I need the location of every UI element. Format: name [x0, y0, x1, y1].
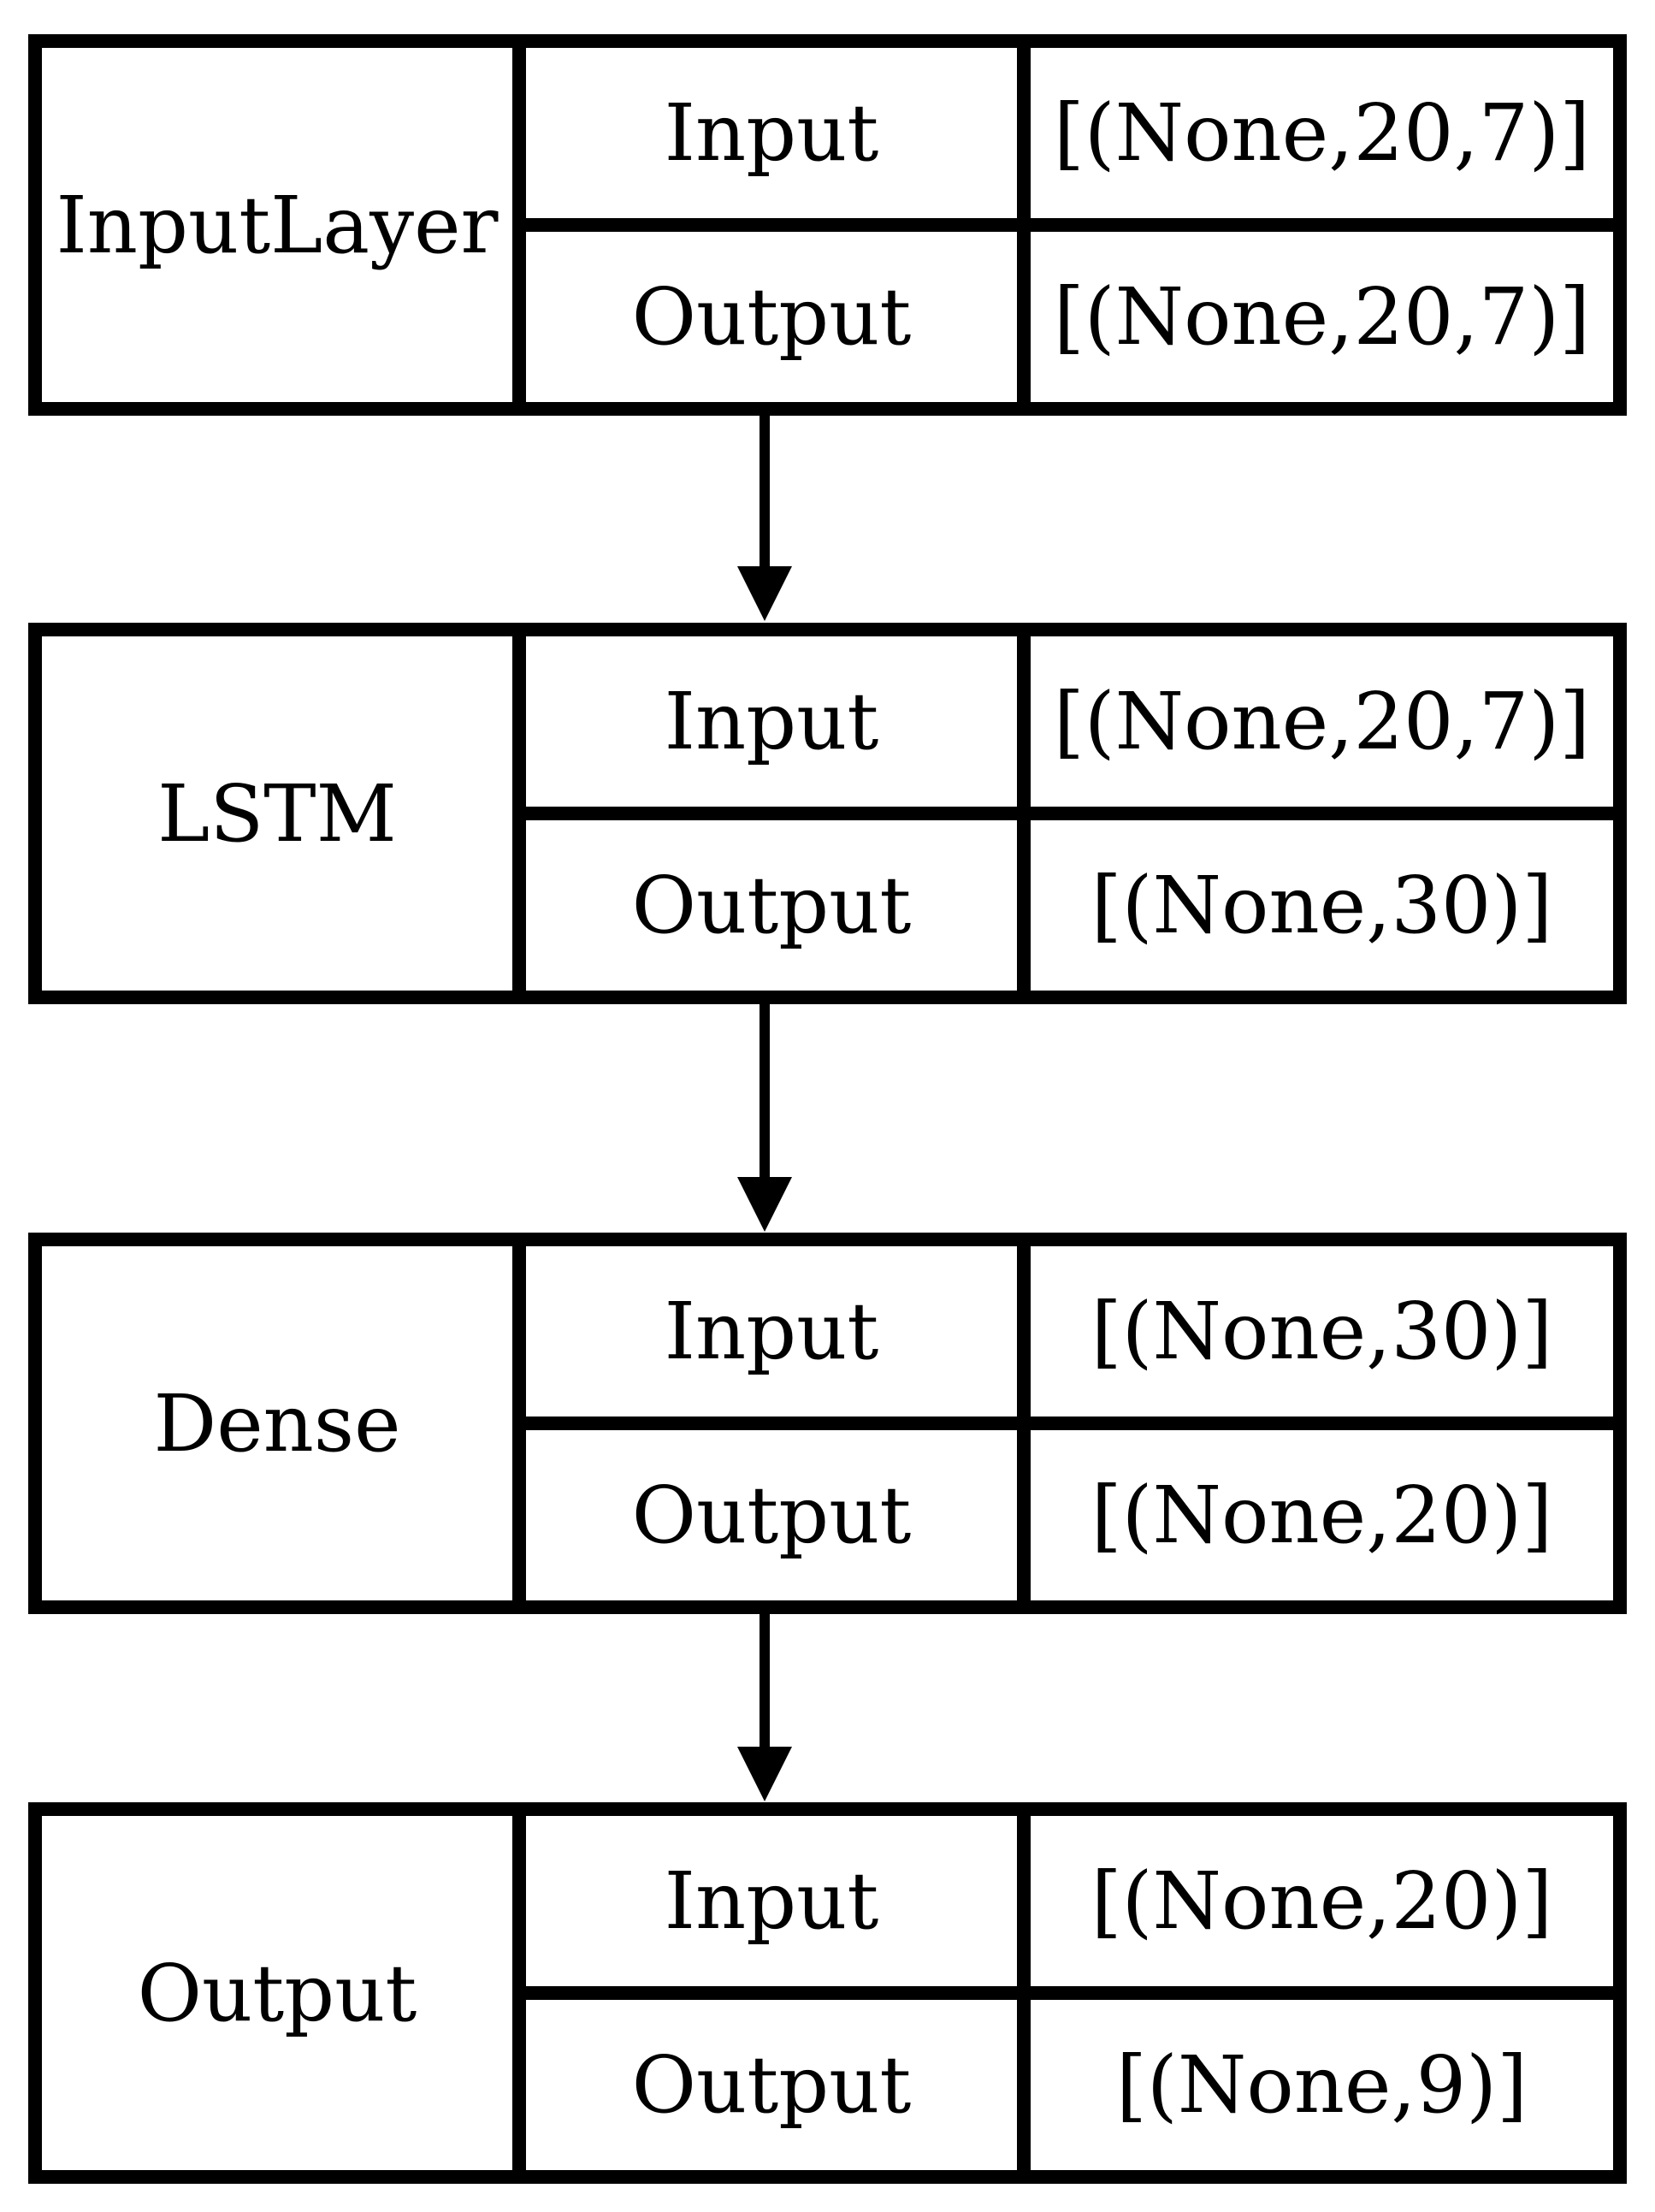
output-shape: [(None,30)]	[1091, 860, 1553, 951]
divider	[512, 1417, 1613, 1430]
layer-box-lstm: LSTM Input [(None,20,7)] Output [(None,3…	[28, 623, 1627, 1004]
input-shape: [(None,20)]	[1091, 1855, 1553, 1947]
input-shape: [(None,20,7)]	[1053, 676, 1591, 767]
layer-name: Dense	[153, 1377, 401, 1470]
layer-box-inputlayer: InputLayer Input [(None,20,7)] Output [(…	[28, 34, 1627, 416]
arrow-lstm-to-dense	[737, 1004, 792, 1232]
layer-name: LSTM	[157, 767, 397, 860]
output-label: Output	[631, 1470, 912, 1561]
output-shape: [(None,20,7)]	[1053, 271, 1591, 363]
input-label: Input	[664, 1286, 879, 1377]
arrow-dense-to-output	[737, 1614, 792, 1801]
input-shape: [(None,30)]	[1091, 1286, 1553, 1377]
input-label: Input	[664, 1855, 879, 1947]
output-shape: [(None,9)]	[1116, 2039, 1528, 2131]
divider	[512, 807, 1613, 820]
output-shape: [(None,20)]	[1091, 1470, 1553, 1561]
divider	[512, 218, 1613, 232]
output-label: Output	[631, 2039, 912, 2131]
input-shape: [(None,20,7)]	[1053, 87, 1591, 179]
output-label: Output	[631, 271, 912, 363]
layer-box-output: Output Input [(None,20)] Output [(None,9…	[28, 1802, 1627, 2184]
layer-name: InputLayer	[56, 179, 499, 271]
layer-name: Output	[137, 1947, 417, 2039]
divider	[512, 1986, 1613, 2000]
input-label: Input	[664, 676, 879, 767]
layer-box-dense: Dense Input [(None,30)] Output [(None,20…	[28, 1233, 1627, 1614]
arrow-inputlayer-to-lstm	[737, 416, 792, 621]
output-label: Output	[631, 860, 912, 951]
input-label: Input	[664, 87, 879, 179]
